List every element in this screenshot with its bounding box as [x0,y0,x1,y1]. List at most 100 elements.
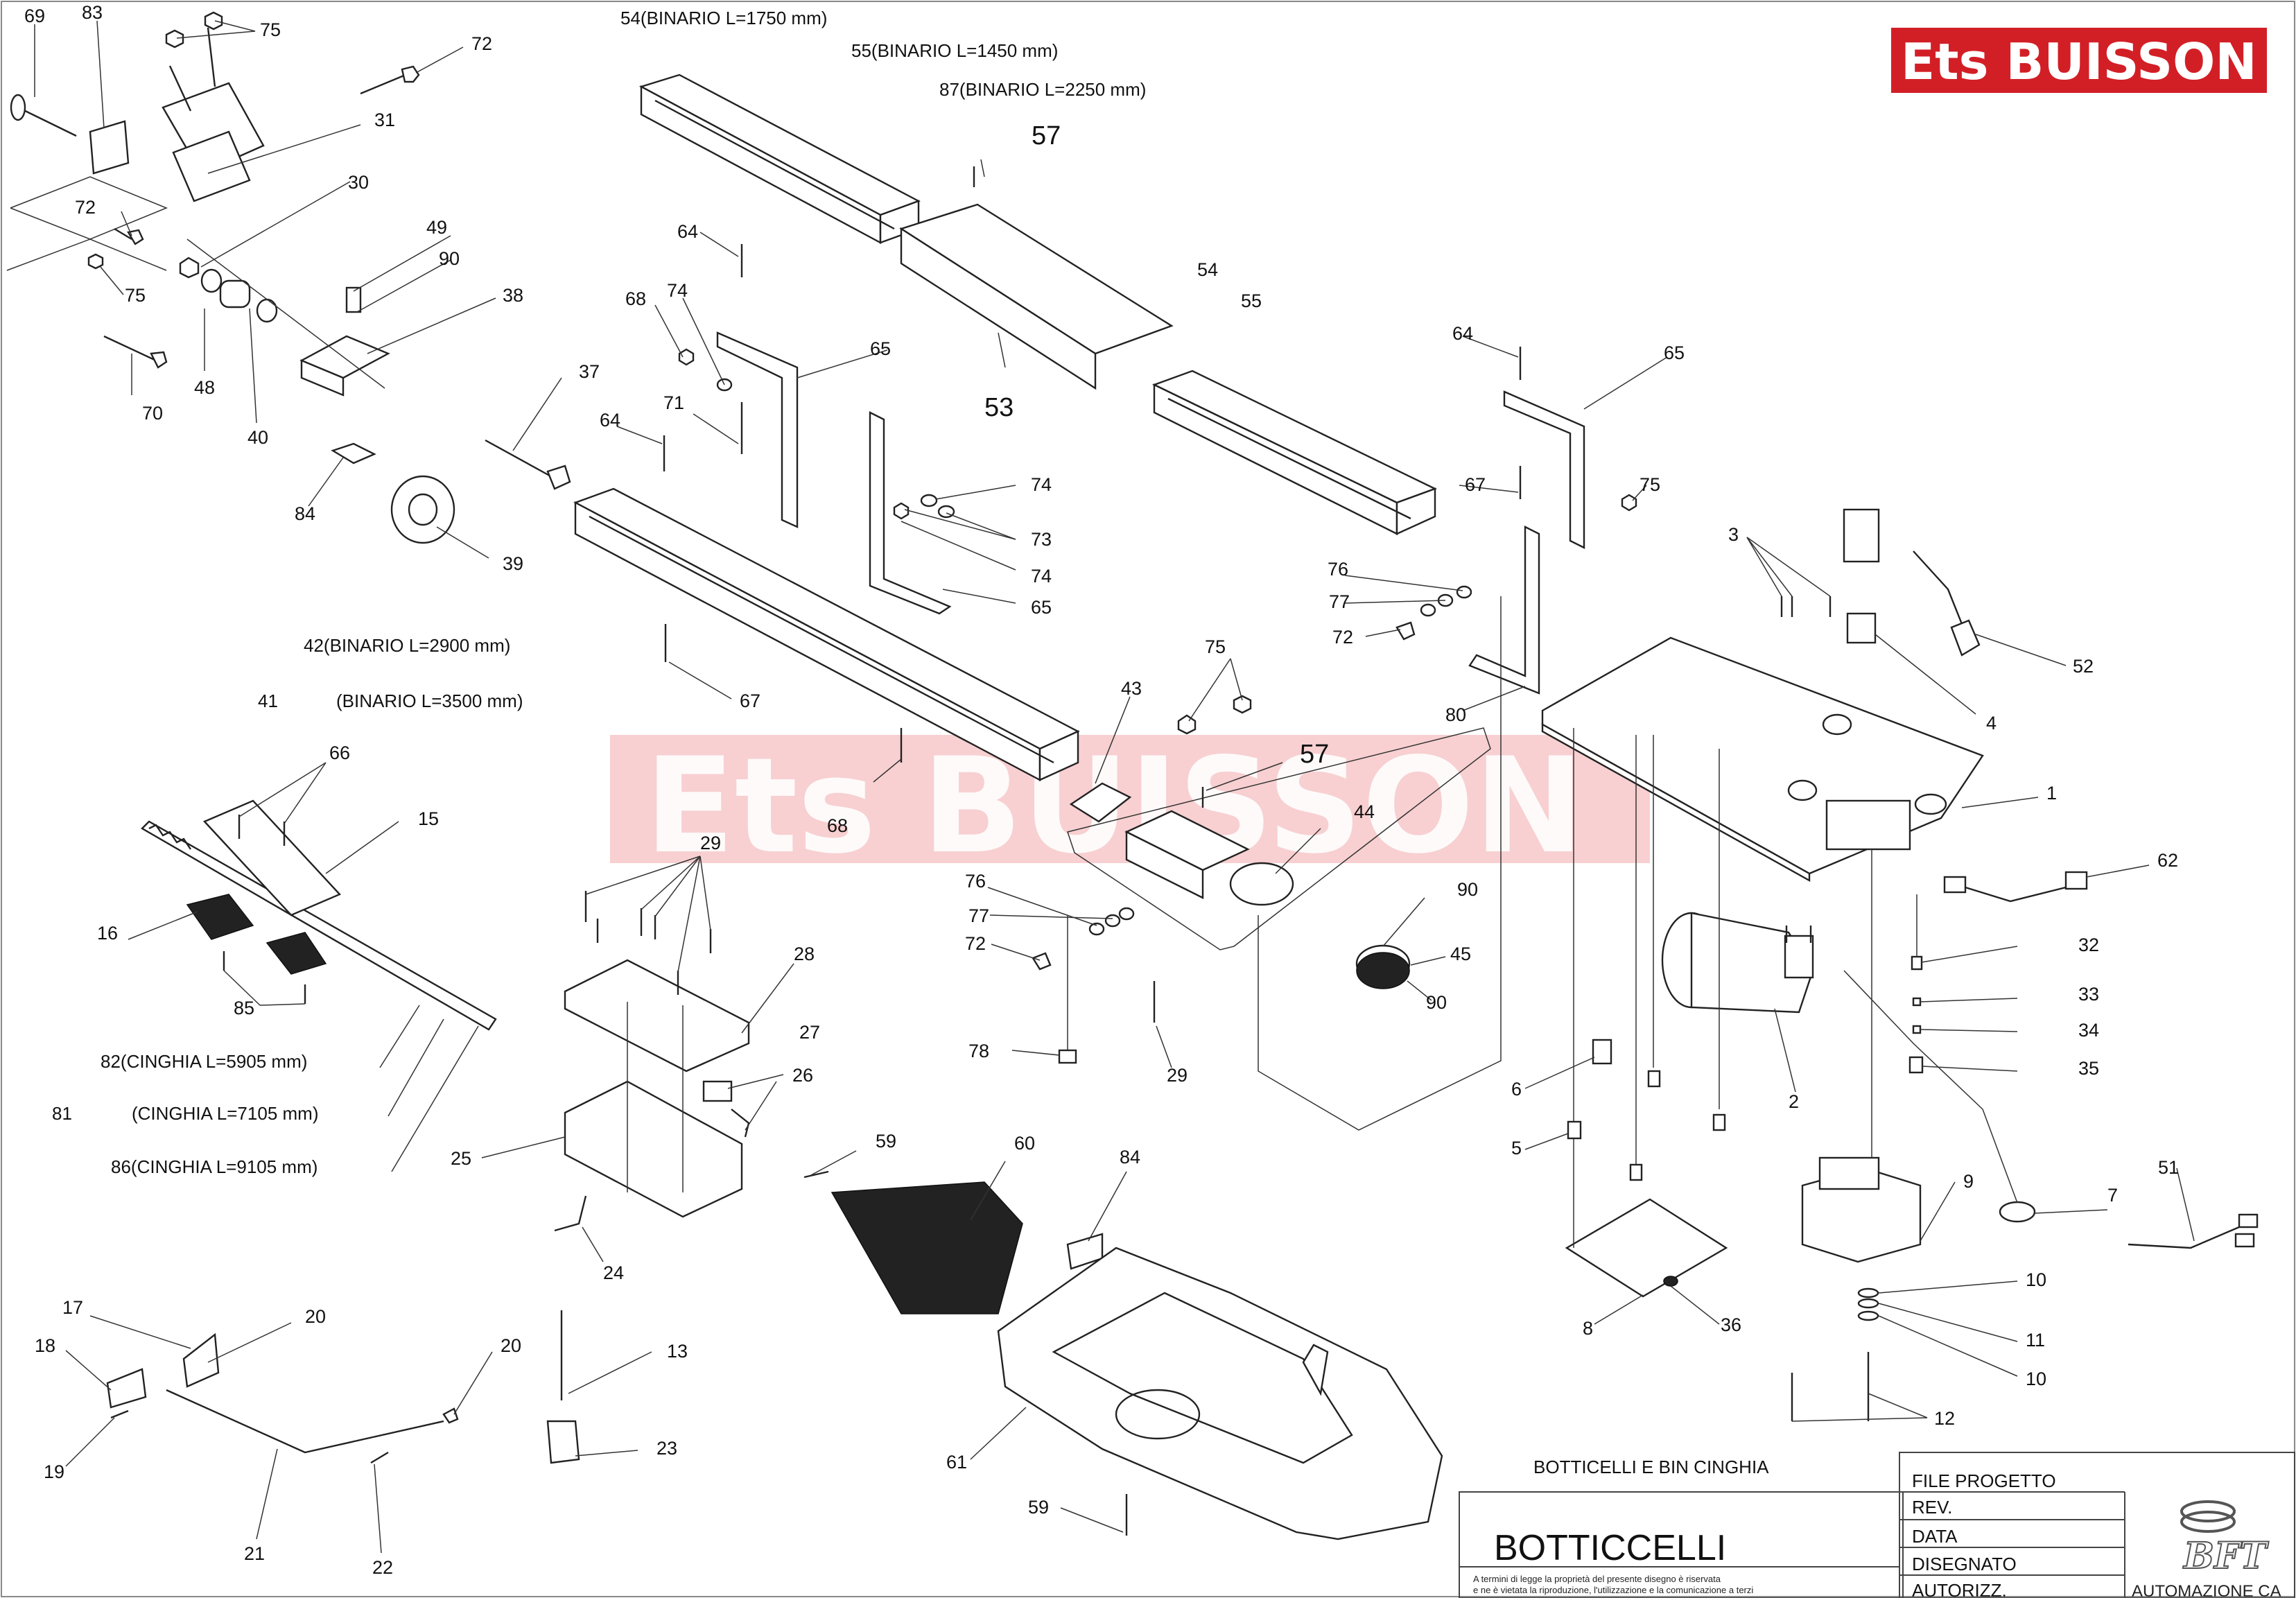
legal-notice-line-1: A termini di legge la proprietà del pres… [1473,1574,1721,1584]
date-label: DATA [1912,1526,1958,1547]
callout-label: 25 [451,1148,471,1169]
callout-label: 57 [1032,121,1061,150]
callout-label: 29 [700,833,721,853]
callout-label: 53 [984,393,1014,422]
callout-label: 64 [1452,323,1473,344]
callout-label: 10 [2026,1269,2046,1290]
callout-label: 10 [2026,1369,2046,1389]
callout-label: 21 [244,1543,265,1564]
callout-label: 43 [1121,678,1142,699]
callout-label: 11 [2026,1330,2045,1351]
title-block: BOTTICELLI E BIN CINGHIA FILE PROGETTO R… [1459,1452,2295,1598]
callout-label: 27 [799,1022,820,1043]
company-name: AUTOMAZIONE CA [2132,1582,2281,1598]
callout-label: 62 [2157,850,2178,871]
note-rail-41: (BINARIO L=3500 mm) [336,691,523,711]
callout-label: 37 [579,361,600,382]
callout-label: 76 [1328,559,1348,580]
callout-label: 90 [1457,879,1478,900]
callout-label: 75 [1640,474,1660,495]
callout-label: 33 [2078,984,2099,1005]
callout-label: 8 [1583,1318,1593,1339]
pulley-bracket-assembly [6,11,571,544]
callout-label: 16 [97,923,118,944]
callout-label: 15 [418,808,439,829]
callout-label: 12 [1934,1408,1955,1429]
motor-base-plate [1541,508,2259,1421]
callout-label: 74 [667,280,688,301]
callout-label: 74 [1031,566,1052,587]
callout-label: 64 [677,221,698,242]
callout-label: 90 [439,248,460,269]
callout-label: 72 [75,197,96,218]
note-belt-82: 82(CINGHIA L=5905 mm) [101,1051,307,1072]
bft-logo-text: BFT [2182,1535,2269,1577]
callout-label: 34 [2078,1020,2099,1041]
bft-logo: BFT [2180,1500,2270,1578]
callout-label: 6 [1511,1079,1522,1100]
callout-label: 40 [247,427,268,448]
callout-label: 72 [1332,627,1353,648]
callout-label: 61 [946,1452,967,1473]
brand-logo-text: Ets BUISSON [1901,33,2257,91]
brand-logo-box [1891,28,2267,93]
callout-label: 72 [965,933,986,954]
note-rail-54: 54(BINARIO L=1750 mm) [620,8,827,28]
callout-label: 84 [1120,1147,1140,1167]
callout-label: 74 [1031,474,1052,495]
callout-label: 20 [501,1335,521,1356]
callout-label: 84 [295,503,315,524]
callout-label: 36 [1721,1314,1741,1335]
callout-label: 51 [2158,1157,2179,1178]
length-notes: 54(BINARIO L=1750 mm) 55(BINARIO L=1450 … [52,8,1146,1177]
callout-label: 59 [876,1131,896,1152]
note-rail-87: 87(BINARIO L=2250 mm) [939,79,1146,100]
callout-label: 57 [1300,740,1329,769]
callout-label: 55 [1241,290,1262,311]
callout-label: 75 [260,19,281,40]
callout-label: 75 [1205,636,1226,657]
callout-label: 69 [24,6,45,26]
callout-leaders [34,20,2195,1554]
note-belt-86: 86(CINGHIA L=9105 mm) [111,1156,318,1177]
cover-housing [803,1170,1443,1540]
callout-label: 66 [329,742,350,763]
callout-label: 4 [1986,713,1997,733]
callout-label: 28 [794,944,815,964]
callout-label: 1 [2046,783,2057,804]
callout-label: 9 [1963,1171,1974,1192]
callout-label: 75 [125,285,146,306]
note-rail-41-number: 41 [258,691,278,711]
callout-label: 83 [82,2,103,23]
note-rail-42: 42(BINARIO L=2900 mm) [304,635,510,656]
callout-label: 76 [965,871,986,892]
callout-label: 77 [968,905,989,926]
callout-label: 67 [740,691,760,711]
callout-numbers: 69 83 75 72 31 72 30 75 49 90 38 70 48 4… [24,2,2179,1578]
callout-label: 72 [471,33,492,54]
callout-label: 90 [1426,992,1447,1013]
callout-label: 45 [1450,944,1471,964]
callout-label: 29 [1167,1065,1188,1086]
callout-label: 38 [503,285,523,306]
note-belt-81-number: 81 [52,1103,72,1124]
callout-label: 77 [1329,591,1350,612]
callout-label: 20 [305,1306,326,1327]
callout-label: 78 [968,1041,989,1061]
callout-label: 19 [44,1461,64,1482]
callout-label: 54 [1197,259,1218,280]
callout-label: 5 [1511,1138,1522,1158]
callout-label: 71 [663,392,684,413]
callout-label: 49 [426,217,447,238]
note-belt-81: (CINGHIA L=7105 mm) [132,1103,318,1124]
callout-label: 18 [35,1335,55,1356]
callout-label: 7 [2107,1185,2118,1206]
product-name: BOTTICCELLI [1494,1528,1726,1568]
callout-label: 44 [1354,801,1375,822]
revision-label: REV. [1912,1497,1952,1518]
callout-label: 64 [600,410,620,431]
callout-label: 65 [870,338,891,359]
callout-label: 73 [1031,529,1052,550]
callout-label: 22 [372,1557,393,1578]
